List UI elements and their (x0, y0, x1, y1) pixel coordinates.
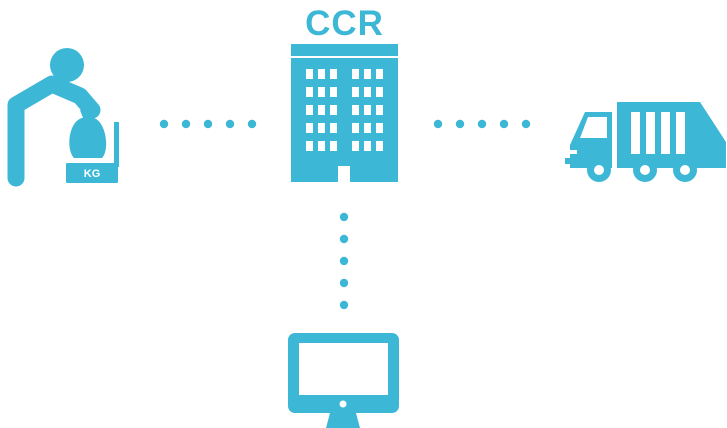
connector-down-dots (339, 212, 349, 310)
person-weighing-bag-icon: KG (7, 48, 119, 187)
scale-label: KG (84, 168, 101, 180)
connector-left-dots (159, 119, 257, 129)
connector-right-dots (433, 119, 531, 129)
ccr-title: CCR (305, 4, 384, 43)
garbage-truck-icon (565, 102, 726, 182)
computer-monitor-icon (288, 333, 399, 428)
building-icon (291, 44, 398, 182)
